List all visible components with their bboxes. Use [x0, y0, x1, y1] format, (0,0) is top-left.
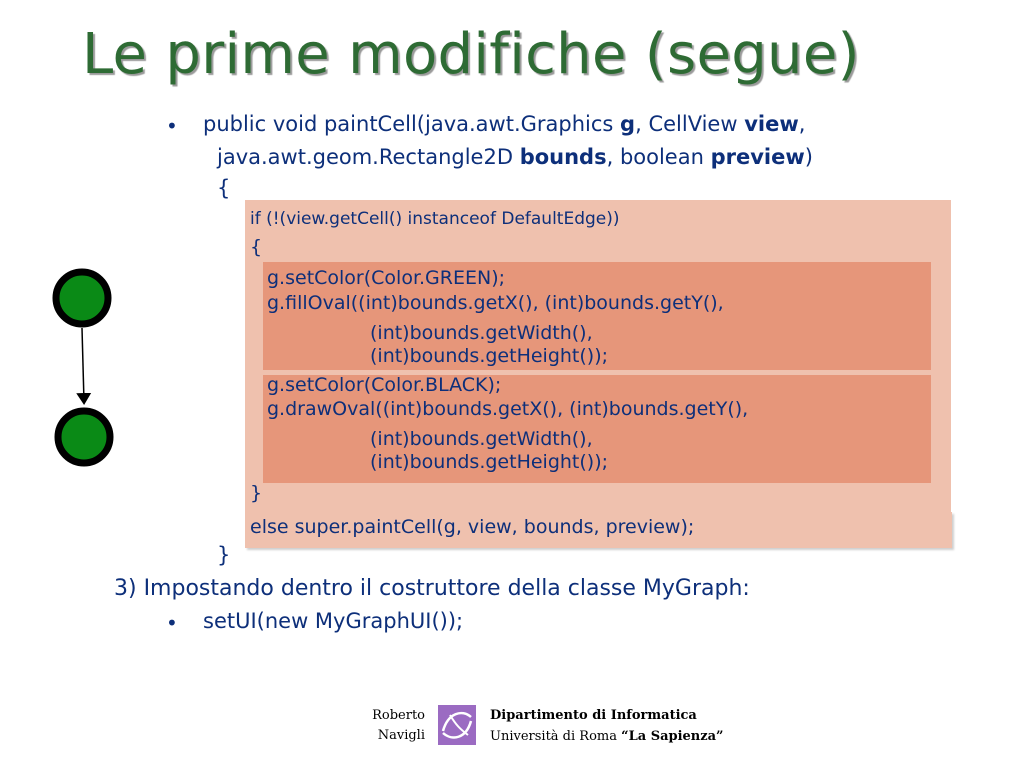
- bullet-marker-2: •: [166, 611, 178, 635]
- graph-node-top: [52, 268, 112, 328]
- university-logo: [438, 705, 476, 745]
- graph-edge-arrow: [76, 327, 92, 405]
- code-if-close-brace: }: [250, 482, 263, 504]
- university-name: Università di Roma “La Sapienza”: [490, 729, 724, 744]
- code-green-setcolor: g.setColor(Color.GREEN);: [267, 267, 506, 289]
- method-open-brace: {: [217, 176, 231, 200]
- code-black-setcolor: g.setColor(Color.BLACK);: [267, 374, 502, 396]
- code-black-drawoval: g.drawOval((int)bounds.getX(), (int)boun…: [267, 398, 749, 420]
- code-green-height: (int)bounds.getHeight());: [370, 345, 609, 367]
- method-close-brace: }: [217, 543, 231, 567]
- black-draw-box: [263, 375, 931, 483]
- setui-code: setUI(new MyGraphUI());: [203, 609, 464, 633]
- method-signature-line-1: public void paintCell(java.awt.Graphics …: [203, 112, 806, 136]
- code-black-height: (int)bounds.getHeight());: [370, 451, 609, 473]
- bullet-marker: •: [166, 114, 178, 138]
- code-else-line: else super.paintCell(g, view, bounds, pr…: [250, 516, 695, 538]
- code-green-filloval: g.fillOval((int)bounds.getX(), (int)boun…: [267, 292, 724, 314]
- code-if-line: if (!(view.getCell() instanceof DefaultE…: [250, 209, 620, 229]
- department-info: Dipartimento di Informatica Università d…: [490, 705, 724, 747]
- else-block-box: [245, 512, 952, 548]
- author-name: Roberto Navigli: [372, 708, 425, 743]
- graph-node-bottom: [54, 407, 114, 467]
- method-signature-line-2: java.awt.geom.Rectangle2D bounds, boolea…: [217, 145, 813, 169]
- code-black-width: (int)bounds.getWidth(),: [370, 428, 593, 450]
- sapienza-logo-icon: [441, 711, 473, 739]
- green-draw-box: [263, 262, 931, 370]
- graph-illustration: [52, 268, 114, 467]
- code-green-width: (int)bounds.getWidth(),: [370, 322, 593, 344]
- slide-title: Le prime modifiche (segue): [82, 22, 860, 87]
- step-3-text: 3) Impostando dentro il costruttore dell…: [114, 576, 750, 601]
- code-if-open-brace: {: [250, 236, 263, 258]
- department-name: Dipartimento di Informatica: [490, 708, 697, 723]
